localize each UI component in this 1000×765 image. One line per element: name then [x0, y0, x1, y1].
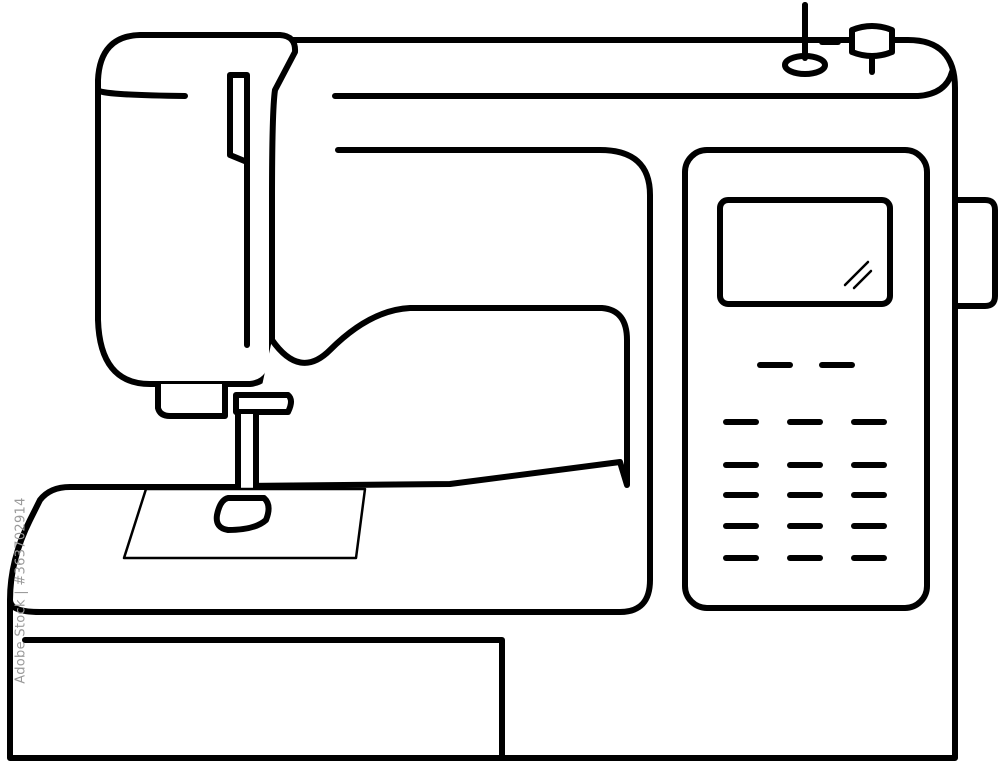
key-grid [723, 419, 887, 561]
free-arm-opening [237, 305, 630, 489]
presser-bar-clamp [233, 392, 294, 415]
bobbin-winder [849, 23, 895, 59]
lcd-glare-2 [852, 269, 873, 290]
lcd-glare-1 [843, 260, 870, 287]
base-front-divider [22, 637, 505, 761]
presser-foot-overlay [213, 495, 272, 533]
thread-guide-slot [227, 72, 250, 348]
lcd-display [717, 197, 893, 307]
head-housing [95, 32, 299, 387]
base-platform-top [7, 147, 653, 615]
handwheel-tab [947, 197, 998, 309]
upper-arm-line [332, 69, 955, 99]
needle-bar-block [155, 381, 228, 419]
head-face-line [95, 87, 188, 99]
needle-bar [235, 411, 259, 503]
